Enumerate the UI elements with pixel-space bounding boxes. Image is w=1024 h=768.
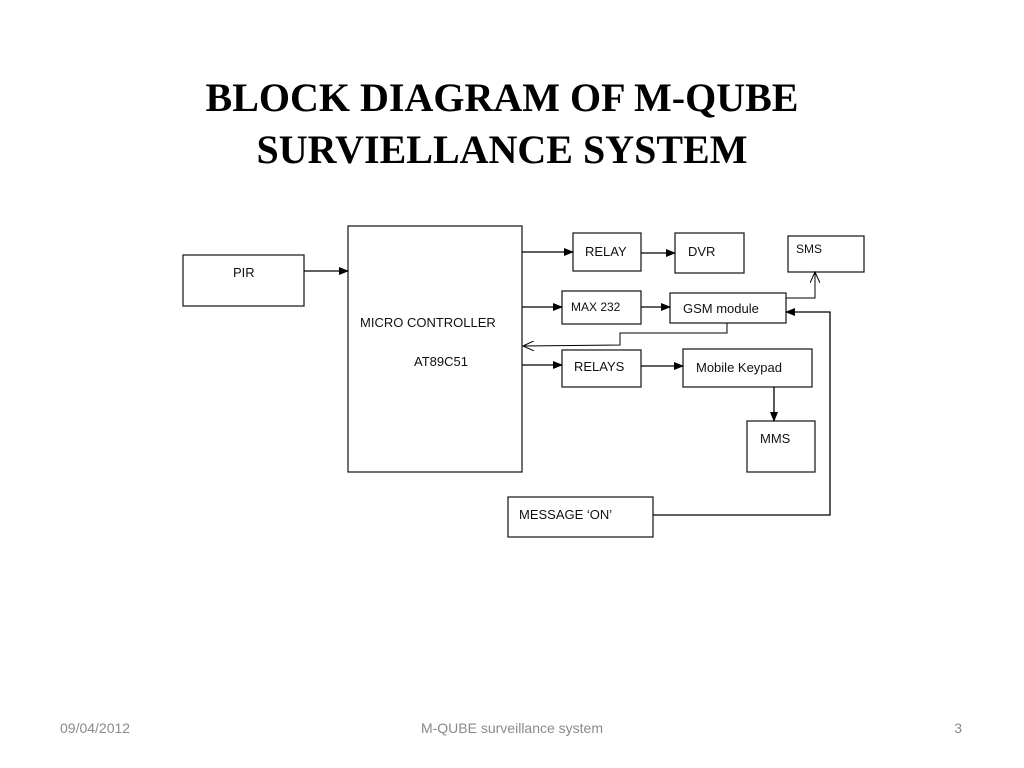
mms-label: MMS [760, 431, 791, 446]
arrow-gsm-to-sms [786, 272, 815, 299]
slide-title-line2: SURVIELLANCE SYSTEM [256, 127, 748, 172]
relay-label: RELAY [585, 244, 627, 259]
mms-block [746, 420, 816, 473]
max232-block [561, 290, 642, 325]
microcontroller-block [347, 225, 523, 473]
arrow-gsm-to-controller [523, 323, 728, 346]
message-on-label: MESSAGE ‘ON’ [519, 507, 612, 522]
pir-block [182, 254, 305, 307]
pir-label: PIR [233, 265, 255, 280]
slide-title-line1: BLOCK DIAGRAM OF M-QUBE [205, 75, 799, 120]
mobile-keypad-label: Mobile Keypad [696, 360, 782, 375]
footer-page-number: 3 [954, 720, 962, 736]
mobile-keypad-block [682, 348, 813, 388]
microcontroller-label: MICRO CONTROLLER [360, 315, 496, 330]
relays-block [561, 349, 642, 388]
sms-label: SMS [796, 242, 822, 256]
relay-block [572, 232, 642, 272]
gsm-module-label: GSM module [683, 301, 759, 316]
message-on-block [507, 496, 654, 538]
footer-date: 09/04/2012 [60, 720, 131, 736]
footer-title: M-QUBE surveillance system [420, 720, 604, 736]
slide-title: BLOCK DIAGRAM OF M-QUBE SURVIELLANCE SYS… [0, 72, 1004, 176]
max232-label: MAX 232 [571, 300, 621, 314]
sms-block [787, 235, 865, 273]
microcontroller-model-label: AT89C51 [414, 354, 468, 369]
gsm-module-block [669, 292, 787, 324]
dvr-label: DVR [688, 244, 715, 259]
arrow-message-to-gsm [653, 308, 831, 516]
relays-label: RELAYS [574, 359, 625, 374]
